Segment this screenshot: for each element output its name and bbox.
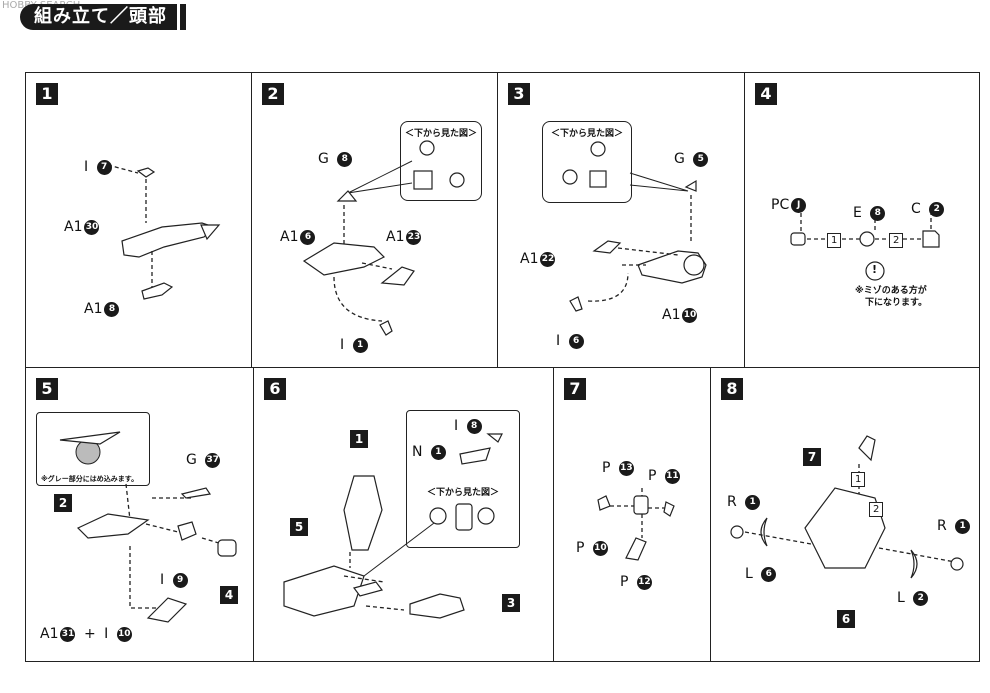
arrow-step-2: 2 xyxy=(869,502,884,517)
step-4-diagram xyxy=(790,211,940,281)
label-R1-left: R 1 xyxy=(727,494,761,510)
arrow-step-2: 2 xyxy=(889,233,904,248)
label-I7: I 7 xyxy=(84,159,112,175)
step-8-diagram xyxy=(730,435,964,579)
step-panel-6: 6 ＜下から見た図＞ 1 5 3 I 8 N 1 xyxy=(253,367,554,662)
label-L2: L 2 xyxy=(897,590,929,606)
title-cap xyxy=(180,4,186,30)
label-L6: L 6 xyxy=(745,566,777,582)
bottom-view-box: ＜下から見た図＞ xyxy=(542,121,632,203)
page-title: 組み立て／頭部 xyxy=(20,4,177,30)
label-P12: P 12 xyxy=(620,574,652,590)
step-1-diagram xyxy=(107,164,221,300)
label-R1-right: R 1 xyxy=(937,518,971,534)
arrow-step-1: 1 xyxy=(827,233,842,248)
subassembly-2-tag: 2 xyxy=(54,494,72,512)
subassembly-5-tag: 5 xyxy=(290,518,308,536)
subassembly-3-tag: 3 xyxy=(502,594,520,612)
label-I8: I 8 xyxy=(454,418,482,434)
label-G8: G 8 xyxy=(318,151,353,167)
step-number: 8 xyxy=(721,378,743,400)
step-6-diagram xyxy=(283,433,503,619)
step-5-diagram xyxy=(59,431,237,623)
step-2-diagram xyxy=(302,140,465,336)
label-G5: G 5 xyxy=(674,151,709,167)
step-number: 1 xyxy=(36,83,58,105)
label-I1: I 1 xyxy=(340,337,368,353)
step-number: 4 xyxy=(755,83,777,105)
label-I9: I 9 xyxy=(160,572,188,588)
subassembly-4-tag: 4 xyxy=(220,586,238,604)
subassembly-7-tag: 7 xyxy=(803,448,821,466)
arrow-step-1: 1 xyxy=(851,472,866,487)
box-title: ＜下から見た図＞ xyxy=(404,129,477,139)
step-3-diagram xyxy=(562,141,707,312)
step-panel-7: 7 P 13 P 11 P 10 P 12 xyxy=(553,367,711,662)
step-number: 7 xyxy=(564,378,586,400)
step-number: 2 xyxy=(262,83,284,105)
label-P11: P 11 xyxy=(648,468,680,484)
step-7-diagram xyxy=(597,488,675,561)
step-panel-8: 8 7 6 1 2 R 1 R 1 L 6 L 2 xyxy=(710,367,980,662)
subassembly-1-tag: 1 xyxy=(350,430,368,448)
page-header: HOBBY SEARCH 組み立て／頭部 xyxy=(0,0,190,36)
label-E8: E 8 xyxy=(853,205,886,221)
detail-note: ※グレー部分にはめ込みます。 xyxy=(41,475,139,483)
label-P13: P 13 xyxy=(602,460,634,476)
note-line-1: ※ミゾのある方が xyxy=(855,286,927,296)
label-G37: G 37 xyxy=(186,452,221,468)
label-P10: P 10 xyxy=(576,540,608,556)
step-number: 3 xyxy=(508,83,530,105)
detail-box: ＜下から見た図＞ xyxy=(406,410,520,548)
note-line-2: 下になります。 xyxy=(865,298,928,308)
label-N1: N 1 xyxy=(412,444,446,460)
subassembly-6-tag: 6 xyxy=(837,610,855,628)
label-I6: I 6 xyxy=(556,333,584,349)
step-number: 6 xyxy=(264,378,286,400)
label-C2: C 2 xyxy=(911,201,945,217)
box-title: ＜下から見た図＞ xyxy=(550,129,623,139)
warning-icon: ! xyxy=(872,263,878,276)
step-number: 5 xyxy=(36,378,58,400)
box-title: ＜下から見た図＞ xyxy=(426,488,499,498)
